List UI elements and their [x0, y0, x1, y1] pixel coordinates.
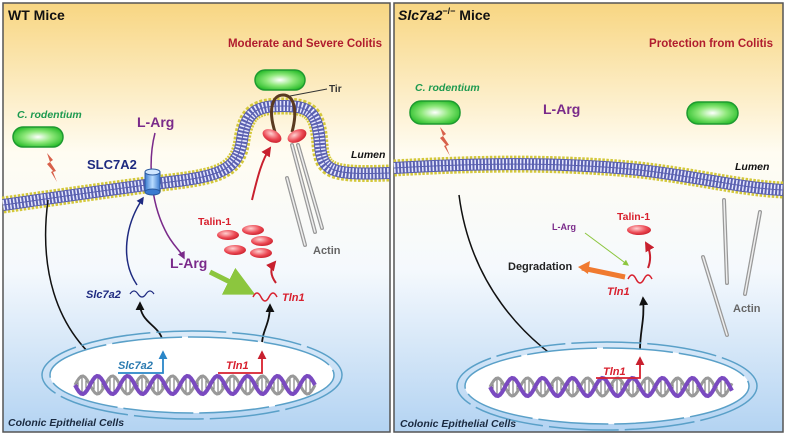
- larg-inside-label: L-Arg: [170, 255, 207, 271]
- tir-protein: [270, 93, 297, 133]
- wt-panel: WT Mice Moderate and Severe Colitis Lume…: [1, 2, 391, 433]
- knockout-panel: Slc7a2−/− Mice Protection from Colitis L…: [393, 2, 784, 433]
- dna-strand-front: [488, 375, 734, 399]
- tln1-translation-arrow: [266, 260, 277, 284]
- transcription-arrow-tln1: [261, 303, 275, 346]
- larg-inside-label: L-Arg: [552, 222, 576, 232]
- lightning-icon: [440, 127, 450, 156]
- phenotype-label: Moderate and Severe Colitis: [228, 38, 382, 50]
- tln1-mrna: [252, 292, 278, 302]
- tln1-gene-label: Tln1: [226, 360, 249, 372]
- talin-protein: [627, 225, 651, 235]
- bacterium-label: C. rodentium: [17, 109, 82, 121]
- nucleus: [41, 330, 343, 420]
- cell-label: Colonic Epithelial Cells: [400, 418, 516, 430]
- phenotype-label: Protection from Colitis: [649, 38, 773, 50]
- larg-weak-arrow: [584, 232, 629, 266]
- panel-title: WT Mice: [8, 7, 65, 23]
- larg-stimulation-arrow: [208, 267, 256, 295]
- c-rodentium-bacterium: [409, 100, 461, 125]
- tir-label: Tir: [329, 84, 342, 95]
- membrane-center-line: [2, 105, 391, 206]
- talin-label: Talin-1: [617, 211, 650, 223]
- lumen-label: Lumen: [735, 161, 769, 173]
- actin-label: Actin: [313, 245, 341, 257]
- transcription-arrow-tln1: [639, 296, 649, 351]
- nuclear-envelope: [456, 341, 758, 431]
- cell-membrane: [393, 155, 784, 199]
- tln1-gene-label: Tln1: [603, 366, 626, 378]
- bacterium: [686, 101, 739, 125]
- c-rodentium-bacterium: [12, 126, 64, 148]
- slc7a2-mrna: [129, 290, 155, 298]
- bacterium-label: C. rodentium: [415, 82, 480, 94]
- membrane-center-line: [393, 163, 784, 191]
- tln1-mrna-label: Tln1: [607, 286, 630, 298]
- dna-strand-front: [73, 373, 317, 397]
- slc7a2-promoter-arrow: [118, 350, 168, 374]
- tln1-promoter-arrow: [218, 350, 267, 374]
- talin-bound: [262, 129, 282, 143]
- tln1-promoter-arrow: [596, 356, 645, 379]
- lightning-icon: [47, 153, 57, 182]
- nuclear-envelope: [464, 347, 750, 425]
- slc7a2-gene-label: Slc7a2: [118, 360, 153, 372]
- actin-label: Actin: [733, 303, 761, 315]
- dna-helix: [488, 375, 734, 399]
- cell-membrane: [1, 97, 391, 214]
- degradation-arrow: [581, 265, 626, 280]
- attached-bacterium: [254, 69, 306, 91]
- nucleus: [456, 341, 758, 431]
- transporter-label: SLC7A2: [87, 157, 137, 172]
- talin-bound: [287, 129, 307, 143]
- larg-outside-label: L-Arg: [137, 114, 174, 130]
- translation-arrow-slc7a2: [125, 196, 144, 286]
- panel-title: Slc7a2−/− Mice: [398, 6, 491, 23]
- talin-recruit-arrow: [251, 146, 272, 201]
- cell-label: Colonic Epithelial Cells: [8, 417, 124, 429]
- slc7a2-transporter: [144, 168, 161, 196]
- dna-helix: [73, 373, 317, 397]
- tln1-mrna: [627, 274, 653, 284]
- larg-outside-label: L-Arg: [543, 101, 580, 117]
- nuclear-envelope: [41, 330, 343, 420]
- tln1-mrna-label: Tln1: [282, 292, 305, 304]
- slc7a2-mrna-label: Slc7a2: [86, 289, 121, 301]
- larg-transport-arrow: [150, 132, 185, 260]
- tir-pointer: [289, 88, 328, 97]
- degradation-label: Degradation: [508, 261, 572, 273]
- lumen-label: Lumen: [351, 149, 385, 161]
- talin-proteins: [217, 225, 273, 258]
- talin-label: Talin-1: [198, 216, 231, 228]
- tln1-translation-arrow: [645, 241, 655, 269]
- degradation-arrowhead: [578, 261, 590, 274]
